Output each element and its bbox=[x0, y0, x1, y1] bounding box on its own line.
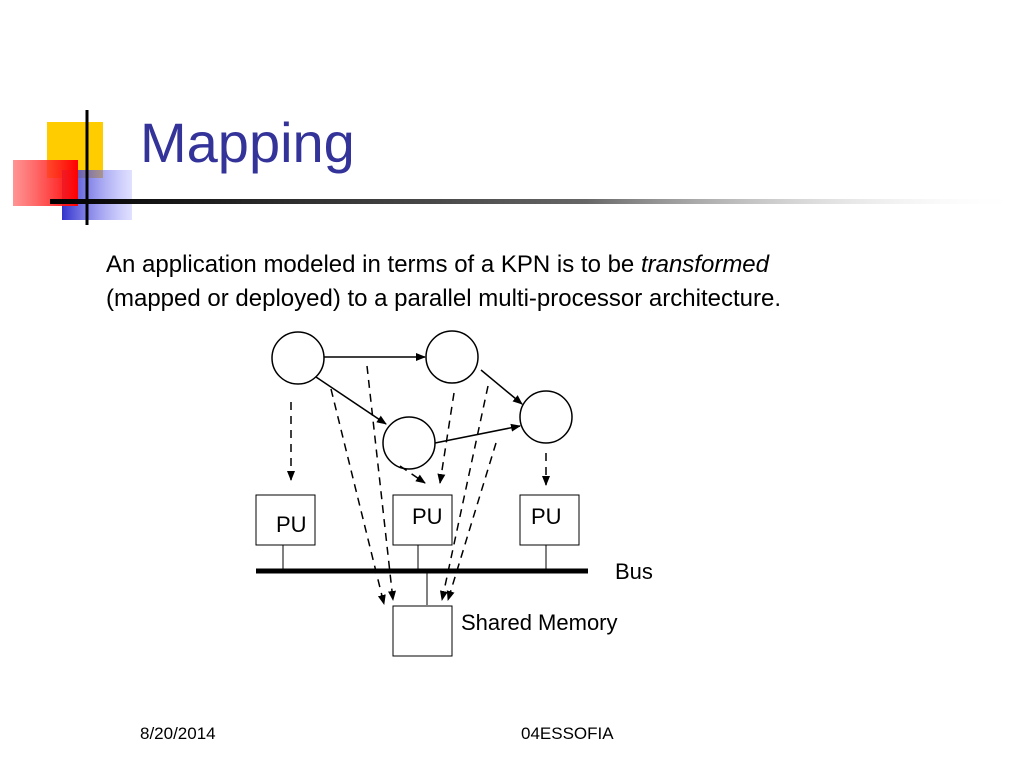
bus-label: Bus bbox=[615, 559, 653, 584]
kpn-process-node bbox=[425, 330, 479, 384]
kpn-process-node bbox=[382, 416, 436, 470]
processing-unit-box bbox=[392, 494, 453, 546]
pu-label: PU bbox=[276, 512, 307, 537]
mapping-arrows bbox=[287, 365, 550, 605]
mapping-arrow bbox=[366, 365, 396, 601]
deco-red-square bbox=[13, 160, 78, 206]
processing-unit-box bbox=[519, 494, 580, 546]
mapping-arrow bbox=[399, 465, 426, 484]
mapping-arrow bbox=[437, 392, 455, 484]
kpn-channel-arrow bbox=[315, 376, 387, 425]
footer-date: 8/20/2014 bbox=[140, 724, 216, 743]
slide-title: Mapping bbox=[140, 111, 355, 174]
mapping-arrow bbox=[330, 388, 386, 605]
footer-center-text: 04ESSOFIA bbox=[521, 724, 614, 743]
shared-memory-box bbox=[392, 605, 453, 657]
kpn-process-node bbox=[271, 331, 325, 385]
processing-unit-box bbox=[255, 494, 316, 546]
title-rule bbox=[50, 199, 1024, 204]
shared-memory-label: Shared Memory bbox=[461, 610, 618, 635]
kpn-channel-arrow bbox=[480, 369, 523, 405]
body-text: An application modeled in terms of a KPN… bbox=[106, 248, 966, 316]
kpn-process-node bbox=[519, 390, 573, 444]
pu-label: PU bbox=[412, 504, 443, 529]
body-line1-text: An application modeled in terms of a KPN… bbox=[106, 251, 641, 278]
body-emphasis: transformed bbox=[640, 251, 770, 278]
body-line2-text: (mapped or deployed) to a parallel multi… bbox=[106, 285, 781, 312]
pu-label: PU bbox=[531, 504, 562, 529]
mapping-arrow bbox=[446, 442, 497, 601]
mapping-arrow bbox=[439, 385, 489, 601]
